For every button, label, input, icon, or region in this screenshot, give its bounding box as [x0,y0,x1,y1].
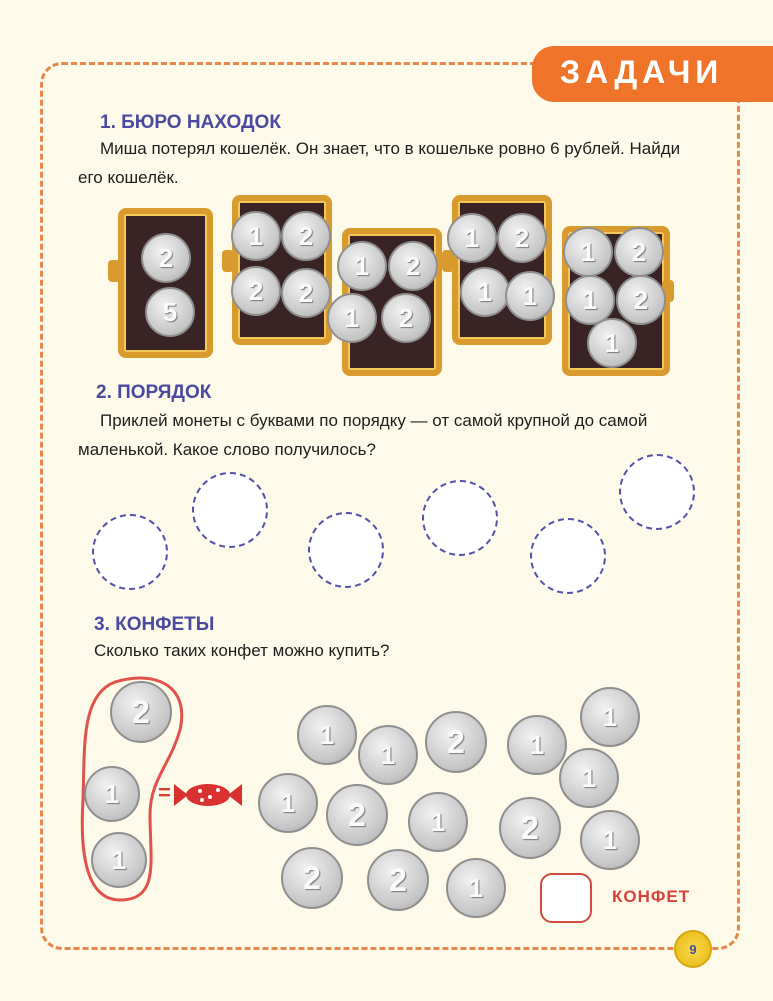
coin: 2 [388,241,438,291]
page-number: 9 [674,930,712,968]
coin: 1 [408,792,468,852]
coin: 1 [505,271,555,321]
coin: 2 [281,211,331,261]
coin: 1 [447,213,497,263]
coin: 1 [460,267,510,317]
coin: 2 [231,266,281,316]
task2-title: 2. ПОРЯДОК [96,382,212,403]
coin: 1 [258,773,318,833]
coin: 1 [565,275,615,325]
coin: 1 [91,832,147,888]
coin: 1 [84,766,140,822]
coin: 2 [616,275,666,325]
coin: 2 [110,681,172,743]
coin: 2 [497,213,547,263]
wallet-clasp [222,250,234,272]
coin: 1 [507,715,567,775]
coin: 2 [141,233,191,283]
price-outline [80,676,184,902]
sticker-slot[interactable] [192,472,268,548]
coin: 2 [367,849,429,911]
coin: 2 [614,227,664,277]
wallet-clasp [442,250,454,272]
task3-text: Сколько таких конфет можно купить? [94,641,390,660]
coin: 2 [381,293,431,343]
coin: 1 [337,241,387,291]
coin: 1 [327,293,377,343]
sticker-slot[interactable] [422,480,498,556]
answer-box[interactable] [540,873,592,923]
candy-icon [174,784,242,806]
task2-text: Приклей монеты с буквами по порядку — от… [78,411,648,459]
task1-title: 1. БЮРО НАХОДОК [100,112,281,133]
coin: 1 [297,705,357,765]
coin: 2 [281,268,331,318]
coin: 2 [425,711,487,773]
answer-label: КОНФЕТ [612,887,691,906]
sticker-slot[interactable] [92,514,168,590]
coin: 1 [231,211,281,261]
coin: 2 [499,797,561,859]
section-tag: ЗАДАЧИ [532,46,773,102]
sticker-slot[interactable] [530,518,606,594]
wallet-clasp [108,260,120,282]
coin: 1 [580,687,640,747]
task3-title: 3. КОНФЕТЫ [94,614,215,635]
sticker-slot[interactable] [308,512,384,588]
coin: 1 [559,748,619,808]
coin: 2 [326,784,388,846]
coin: 5 [145,287,195,337]
coin: 1 [446,858,506,918]
coin: 1 [358,725,418,785]
sticker-slot[interactable] [619,454,695,530]
task1-text: Миша потерял кошелёк. Он знает, что в ко… [78,139,681,187]
equals-sign: = [158,780,171,805]
coin: 1 [563,227,613,277]
coin: 1 [587,318,637,368]
coin: 2 [281,847,343,909]
page-frame [40,62,740,950]
coin: 1 [580,810,640,870]
